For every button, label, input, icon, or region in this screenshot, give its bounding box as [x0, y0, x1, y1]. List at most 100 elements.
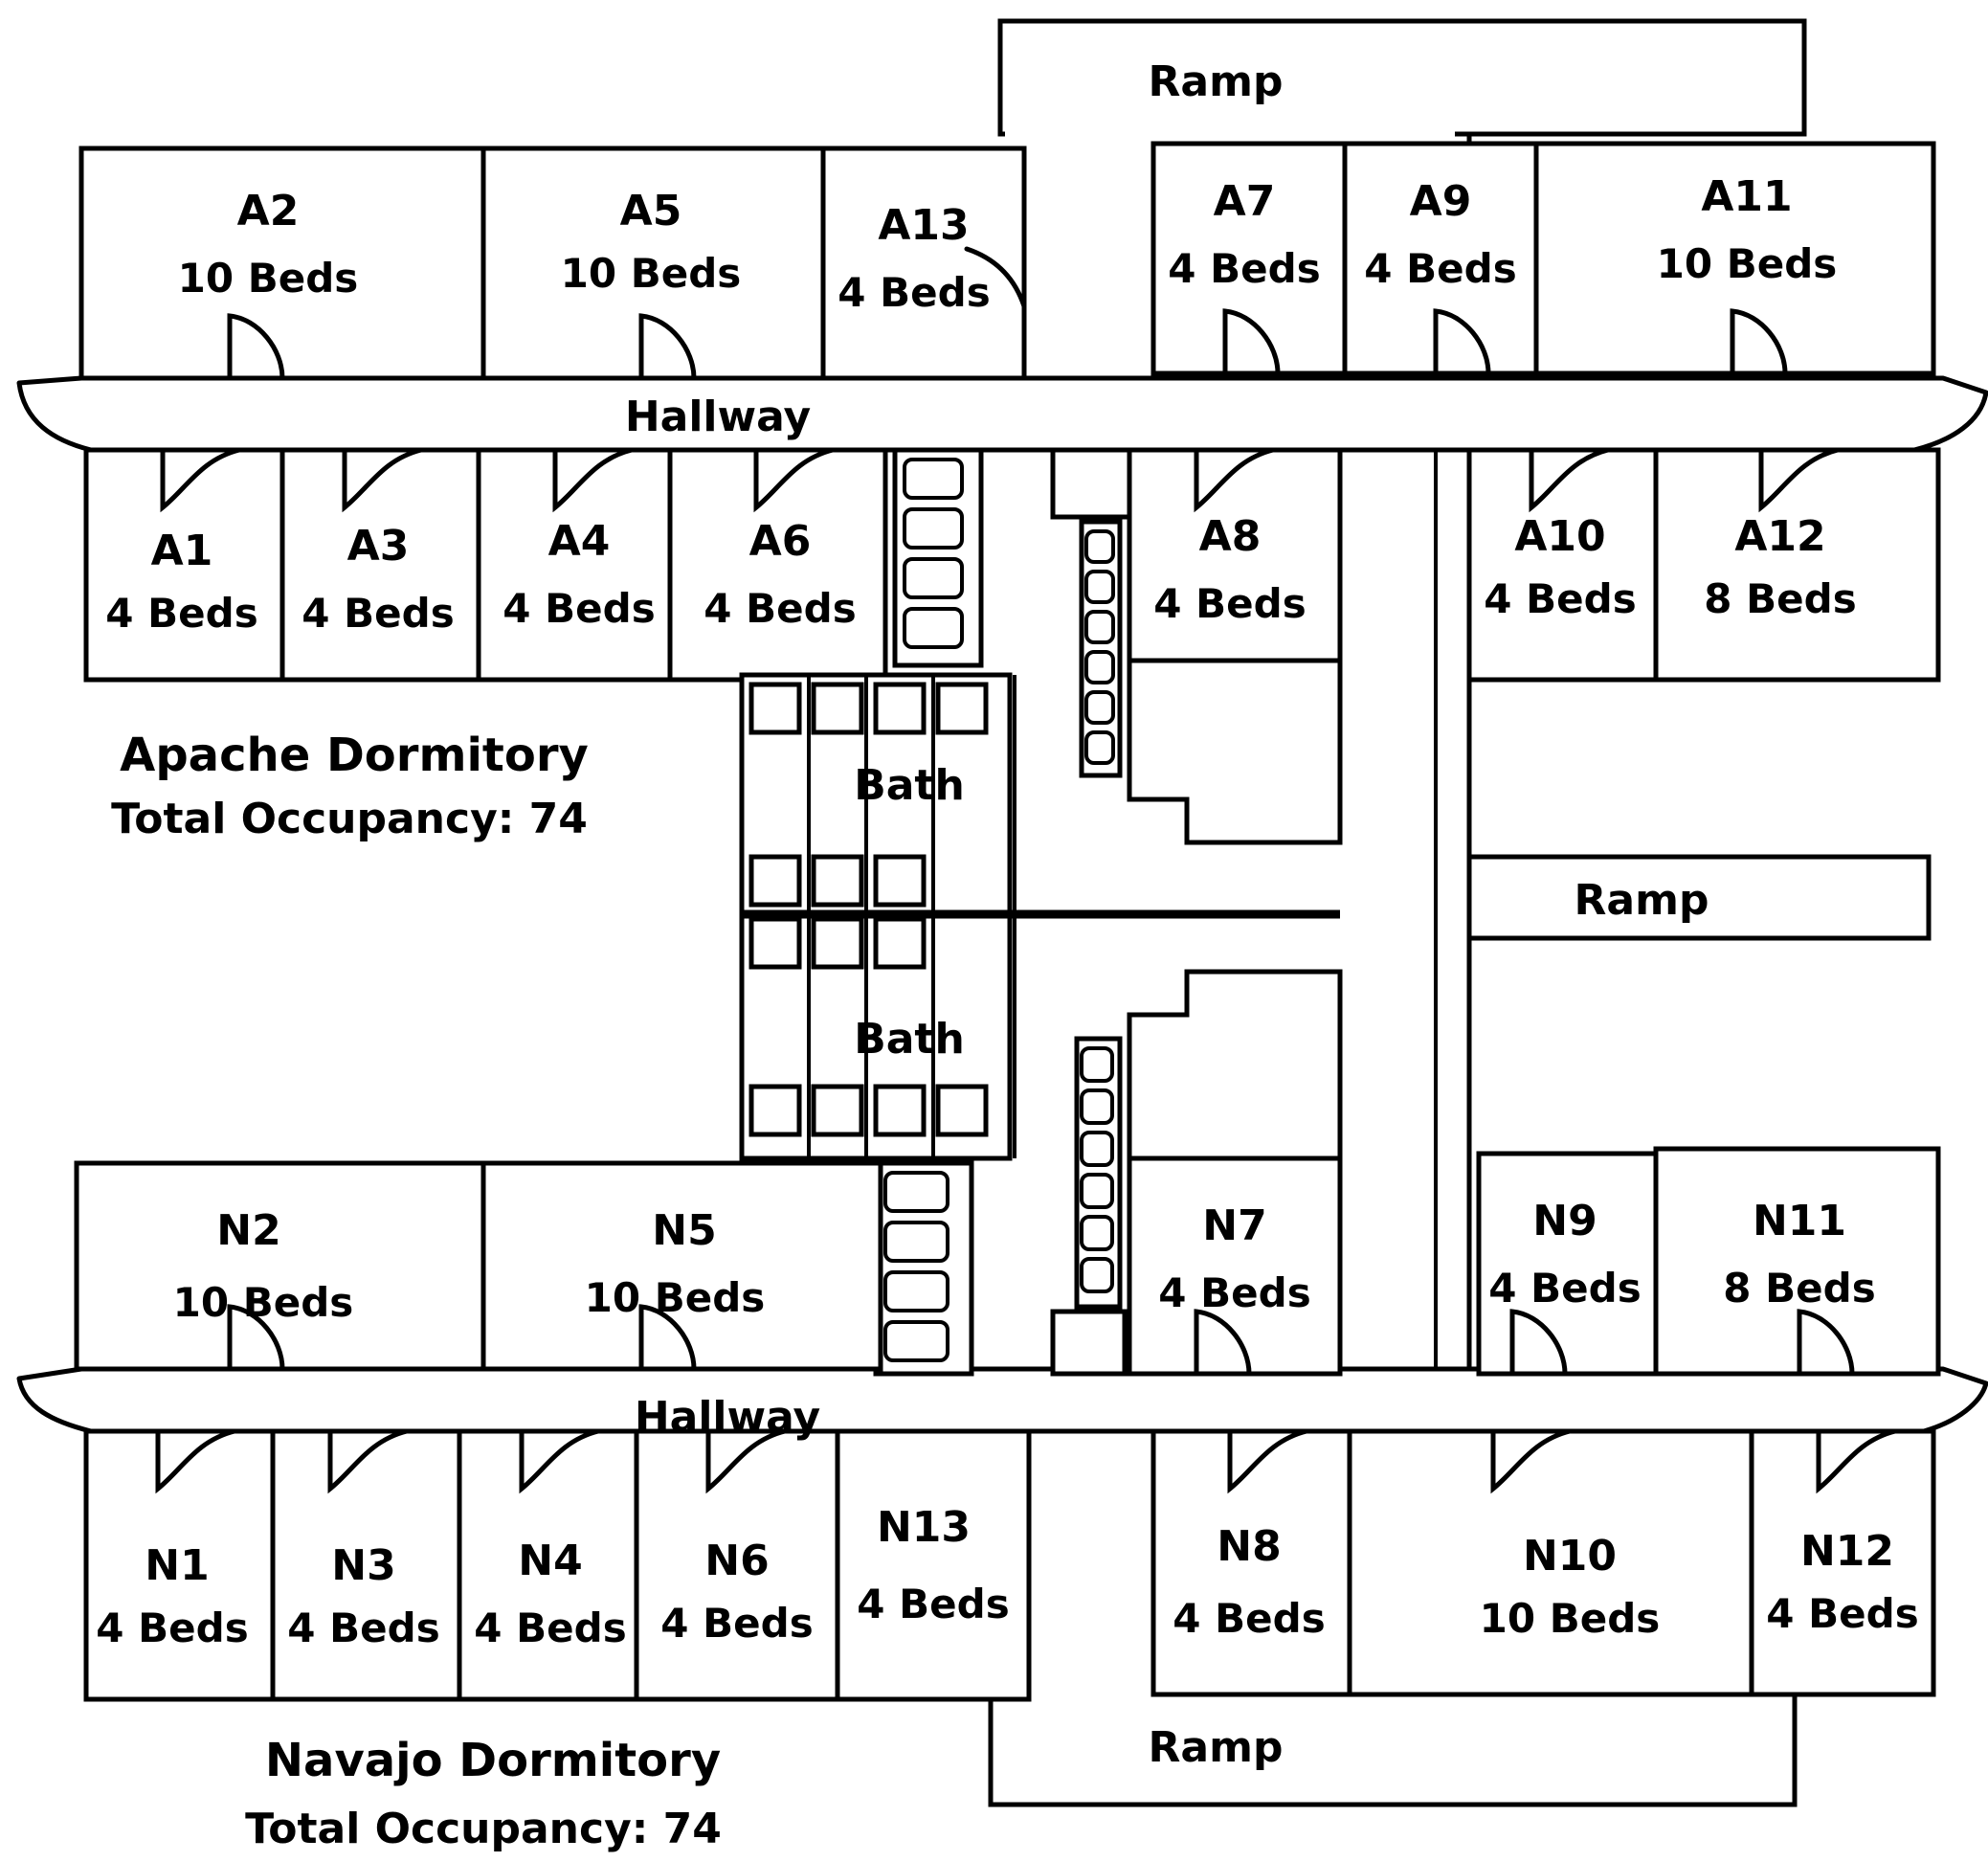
sink-counter-top — [1050, 447, 1132, 520]
bath-fixture — [903, 557, 964, 599]
bottom-hallway — [16, 1366, 1988, 1434]
bath-fixtures — [873, 447, 1123, 1377]
room-A7 — [1150, 141, 1348, 376]
door-swing — [705, 1428, 797, 1494]
room-A9-beds: 4 Beds — [1364, 245, 1516, 292]
bath-stall — [811, 682, 864, 735]
bottom-hallway-outline — [16, 1366, 1988, 1434]
top-hallway-outline — [16, 375, 1988, 453]
room-A8-id: A8 — [1199, 512, 1262, 561]
ramp-top-label: Ramp — [1149, 57, 1284, 106]
room-A8-beds: 4 Beds — [1153, 580, 1306, 627]
room-N9-id: N9 — [1532, 1197, 1597, 1245]
room-N5-beds: 10 Beds — [585, 1274, 766, 1321]
room-N8 — [1150, 1428, 1352, 1697]
door-swing — [160, 447, 252, 513]
room-N1 — [83, 1428, 276, 1702]
room-A9 — [1342, 141, 1539, 376]
ramp-bottom-label: Ramp — [1149, 1723, 1284, 1772]
room-A6-id: A6 — [749, 517, 812, 566]
room-N10 — [1347, 1428, 1754, 1697]
apache-total-occupancy: Total Occupancy: 74 — [111, 795, 588, 843]
bath-fixture — [883, 1221, 949, 1263]
room-A8 — [1127, 447, 1343, 663]
bath-fixture — [1080, 1088, 1114, 1125]
door-swing — [638, 313, 706, 381]
door-swing — [1227, 1428, 1319, 1494]
room-A7-beds: 4 Beds — [1168, 245, 1320, 292]
bottom-ramp-outline — [988, 1687, 1798, 1807]
bath-fixture — [1080, 1257, 1114, 1293]
door-swing — [327, 1428, 419, 1494]
room-A11-beds: 10 Beds — [1657, 240, 1838, 287]
bath-fixture — [1084, 610, 1115, 644]
bath-top-label: Bath — [854, 761, 965, 810]
hallway-bottom-label: Hallway — [635, 1393, 820, 1442]
room-N5 — [480, 1160, 883, 1372]
door-swing — [1730, 308, 1798, 376]
bath-stall — [811, 854, 864, 908]
room-N1-beds: 4 Beds — [96, 1604, 248, 1651]
room-N7-beds: 4 Beds — [1158, 1269, 1310, 1316]
bath-fixture — [1084, 690, 1115, 725]
bath-fixture — [903, 607, 964, 649]
room-N11-id: N11 — [1753, 1197, 1846, 1245]
room-A2-beds: 10 Beds — [178, 255, 359, 302]
bath-stalls — [748, 675, 1016, 1158]
door-swing — [753, 447, 845, 513]
room-N10-id: N10 — [1523, 1532, 1617, 1581]
door-swing — [227, 313, 295, 381]
room-N2-id: N2 — [216, 1206, 280, 1255]
room-A1-id: A1 — [151, 527, 213, 575]
door-swings — [155, 246, 1908, 1494]
room-A10-id: A10 — [1514, 512, 1605, 561]
door-swing — [1194, 1309, 1262, 1377]
room-A3-id: A3 — [347, 522, 410, 571]
bath-fixture — [883, 1270, 949, 1312]
bath-stall — [873, 916, 927, 970]
room-N13-beds: 4 Beds — [857, 1581, 1009, 1627]
room-N4 — [457, 1428, 639, 1702]
bath-stall — [811, 1084, 864, 1137]
room-A10 — [1466, 447, 1659, 683]
door-swing — [227, 1304, 295, 1372]
room-N12-beds: 4 Beds — [1766, 1590, 1918, 1637]
top-hallway — [16, 375, 1988, 453]
navajo-total-occupancy: Total Occupancy: 74 — [245, 1805, 722, 1853]
room-A12 — [1653, 447, 1941, 683]
room-N13-id: N13 — [877, 1503, 971, 1552]
room-N6 — [634, 1428, 840, 1702]
bath-stall — [748, 854, 802, 908]
bath-stall — [935, 682, 989, 735]
area-labels: Ramp Ramp Ramp Hallway Hallway Bath Bath — [625, 57, 1709, 1772]
door-swing — [1797, 1309, 1865, 1377]
right-ramp-outline — [1466, 854, 1932, 941]
room-A7-id: A7 — [1214, 177, 1276, 226]
bath-fixture — [1084, 650, 1115, 684]
bath-stall — [873, 1084, 927, 1137]
bath-fixture — [1080, 1215, 1114, 1251]
door-swing — [1816, 1428, 1908, 1494]
bath-fixture — [1084, 529, 1115, 564]
room-N9 — [1476, 1151, 1659, 1377]
room-N10-beds: 10 Beds — [1480, 1595, 1661, 1642]
bath-fixture — [1080, 1173, 1114, 1209]
room-labels: A2 10 Beds A5 10 Beds A13 4 Beds A7 4 Be… — [96, 172, 1918, 1651]
room-N2 — [74, 1160, 486, 1372]
door-swing — [552, 447, 644, 513]
door-swing — [1433, 308, 1501, 376]
room-N4-beds: 4 Beds — [474, 1604, 626, 1651]
bath-fixture — [883, 1320, 949, 1362]
door-swing — [1509, 1309, 1577, 1377]
room-A5-id: A5 — [620, 187, 682, 236]
door-swing — [1490, 1428, 1582, 1494]
ramp-right-label: Ramp — [1575, 876, 1709, 925]
room-A8-annex — [1127, 658, 1343, 845]
room-A1-beds: 4 Beds — [105, 590, 257, 637]
navajo-lower-rooms — [83, 1428, 1936, 1702]
bath-fixture — [903, 507, 964, 550]
room-N3-id: N3 — [331, 1541, 395, 1590]
bath-bottom-label: Bath — [854, 1015, 965, 1064]
room-N9-beds: 4 Beds — [1488, 1265, 1641, 1312]
